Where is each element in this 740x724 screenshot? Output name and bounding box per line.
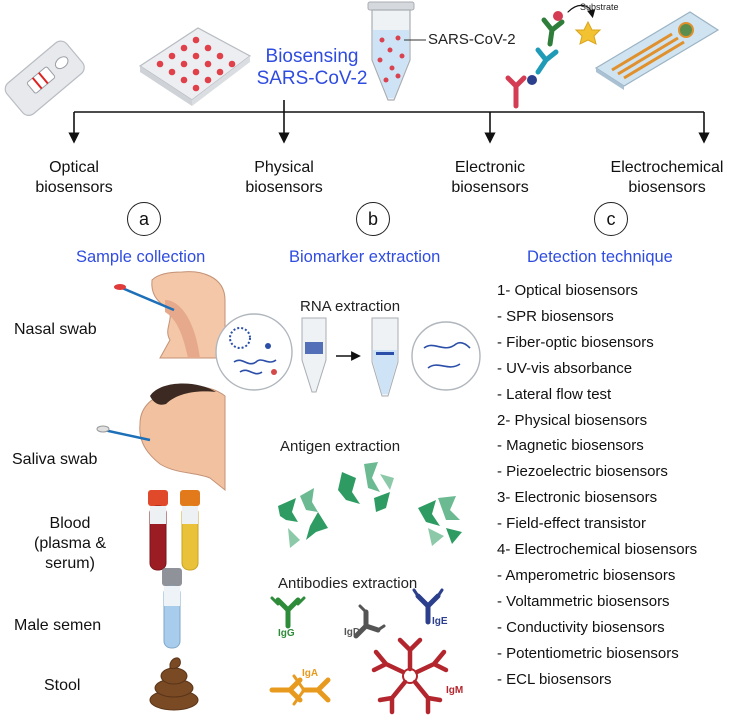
microplate-icon <box>138 27 252 106</box>
male-semen-label: Male semen <box>14 617 102 634</box>
antigen-extraction-label: Antigen extraction <box>280 438 401 455</box>
antibodies-extraction-label: Antibodies extraction <box>278 575 418 592</box>
iga-label: IgA <box>302 668 319 679</box>
detection-item: - Piezoelectric biosensors <box>497 463 668 481</box>
biomarker-extraction-heading: Biomarker extraction <box>289 248 441 266</box>
column-a-marker: a <box>127 202 161 236</box>
detection-item: - Voltammetric biosensors <box>497 592 670 610</box>
stool-label: Stool <box>44 677 81 694</box>
detection-item: 3- Electronic biosensors <box>497 489 658 507</box>
ige-label: IgE <box>432 616 448 627</box>
detection-item: - SPR biosensors <box>497 307 614 325</box>
substrate-label: Substrate <box>580 2 619 12</box>
lateral-flow-cassette-icon <box>4 40 85 116</box>
detection-item: - Fiber-optic biosensors <box>497 333 654 351</box>
sample-collection-heading: Sample collection <box>76 248 206 266</box>
igg-label: IgG <box>278 628 295 639</box>
electrode-strip-icon <box>594 11 720 90</box>
main-title: Biosensing SARS-CoV-2 <box>256 46 368 89</box>
detection-item: 4- Electrochemical biosensors <box>497 541 698 559</box>
blood-tubes-icon <box>148 490 200 571</box>
antibody-substrate-icon <box>505 4 602 109</box>
detection-item: - Conductivity biosensors <box>497 618 665 636</box>
sample-tube-icon <box>367 1 426 101</box>
rna-extraction-label: RNA extraction <box>300 298 401 315</box>
detection-item: - UV-vis absorbance <box>497 359 633 377</box>
iga-antibody-icon <box>269 674 331 706</box>
detection-item: - Potentiometric biosensors <box>497 644 679 662</box>
rna-extraction-illustration <box>215 313 481 397</box>
column-b-marker: b <box>356 202 390 236</box>
detection-item: - Magnetic biosensors <box>497 437 644 455</box>
detection-item: - Amperometric biosensors <box>497 566 676 584</box>
igm-label: IgM <box>446 685 464 696</box>
nasal-swab-label: Nasal swab <box>14 321 97 338</box>
detection-item: - ECL biosensors <box>497 670 612 688</box>
category-connector <box>68 100 710 144</box>
column-c-marker: c <box>594 202 628 236</box>
detection-item: 2- Physical biosensors <box>497 411 648 429</box>
detection-item: 1- Optical biosensors <box>497 282 638 299</box>
semen-tube-icon <box>162 568 182 649</box>
detection-technique-heading: Detection technique <box>527 248 673 266</box>
antigen-spike-proteins <box>278 462 462 548</box>
igm-antibody-icon <box>371 637 449 715</box>
tube-label: SARS-CoV-2 <box>428 31 516 48</box>
igd-antibody-icon <box>353 604 386 639</box>
detection-technique-list: 1- Optical biosensors - SPR biosensors -… <box>497 278 697 693</box>
saliva-swab-illustration <box>96 383 226 492</box>
ige-antibody-icon <box>412 588 444 625</box>
igd-label: IgD <box>344 627 361 638</box>
saliva-swab-label: Saliva swab <box>12 451 98 468</box>
igg-antibody-icon <box>270 596 306 629</box>
nasal-swab-illustration <box>114 271 226 359</box>
blood-label: Blood (plasma & serum) <box>33 515 107 572</box>
detection-item: - Lateral flow test <box>497 385 612 403</box>
stool-icon <box>149 657 199 711</box>
detection-item: - Field-effect transistor <box>497 515 646 533</box>
